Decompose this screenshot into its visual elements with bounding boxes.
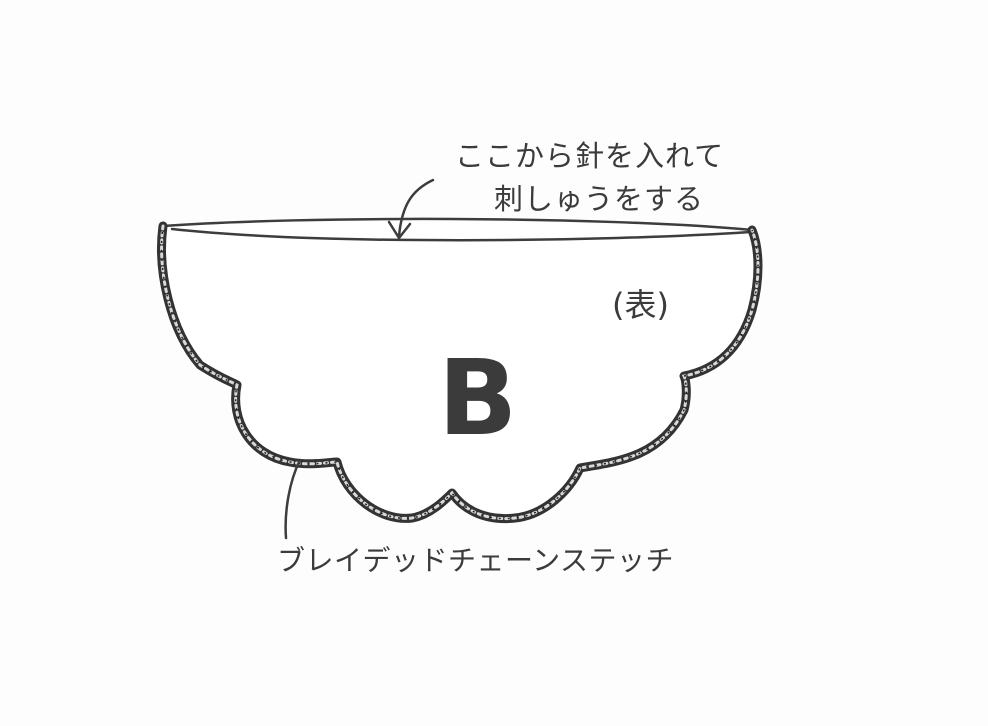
instruction-line-2: 刺しゅうをする: [494, 182, 704, 216]
neckline-edge: [161, 217, 754, 232]
instruction-line-1: ここから針を入れて: [455, 139, 724, 173]
collar-piece-fill: [161, 221, 758, 519]
piece-letter: B: [438, 337, 517, 459]
stitch-name-label: ブレイデッドチェーンステッチ: [277, 544, 674, 577]
instruction-arrow: [387, 178, 435, 240]
stitch-leader-line: [284, 458, 302, 540]
right-side-label: (表): [612, 286, 669, 324]
braided-chain-stitch-border: [157, 221, 763, 524]
neckline-inner-edge: [170, 227, 752, 242]
